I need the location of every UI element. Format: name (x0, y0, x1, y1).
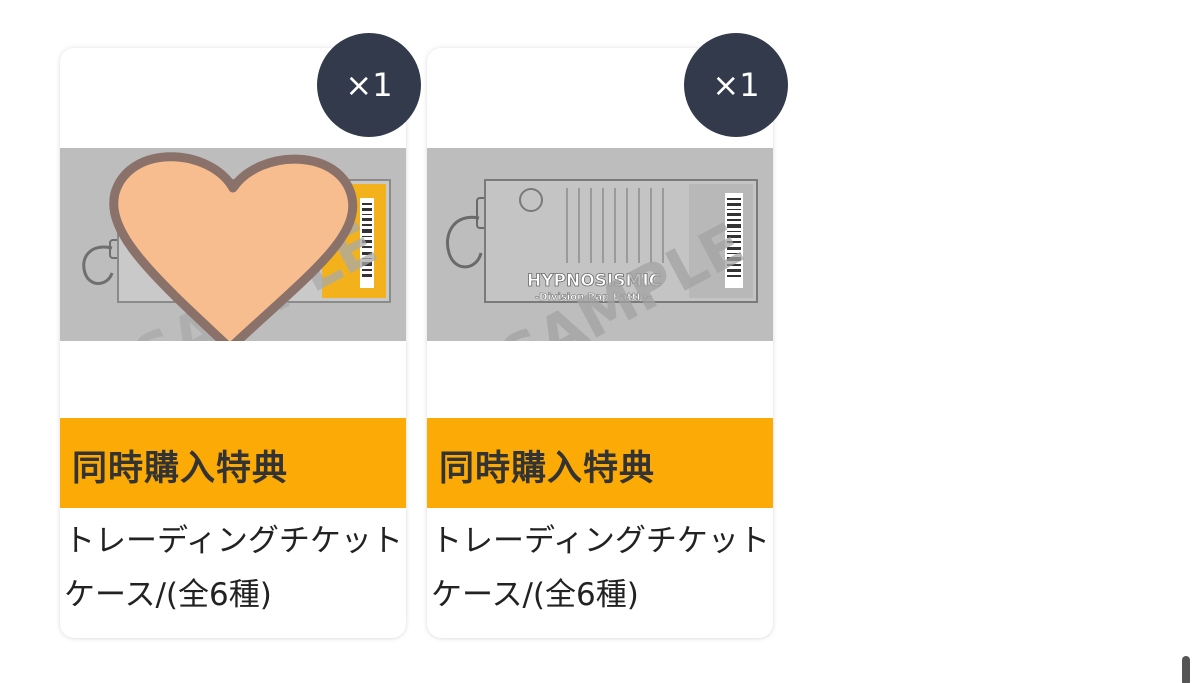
quantity-badge: ×1 (317, 33, 421, 137)
product-card[interactable]: SAMPLE 同時購入特典 トレーディングチケットケース/(全6種) ×1 (60, 33, 421, 638)
clasp-icon (446, 215, 483, 269)
product-name[interactable]: トレーディングチケットケース/(全6種) (64, 523, 403, 613)
bonus-label-bar: 同時購入特典 (427, 418, 773, 508)
product-name[interactable]: トレーディングチケットケース/(全6種) (431, 523, 770, 613)
ticket-stripes (566, 188, 664, 263)
emblem-icon (519, 188, 543, 212)
bonus-label: 同時購入特典 (72, 448, 289, 489)
product-image[interactable]: HYPNOSISMIC -Division Rap Battle- SAMPLE (427, 148, 773, 341)
scrollbar-thumb[interactable] (1182, 656, 1190, 683)
barcode (727, 198, 741, 277)
bonus-label-bar: 同時購入特典 (60, 418, 406, 508)
clasp-icon (82, 245, 114, 285)
ticket-subtitle: -Division Rap Battle- (535, 292, 651, 303)
card-content: HYPNOSISMIC -Division Rap Battle- SAMPLE… (427, 48, 773, 638)
quantity-badge: ×1 (684, 33, 788, 137)
bonus-label: 同時購入特典 (439, 448, 656, 489)
card-content: SAMPLE 同時購入特典 トレーディングチケットケース/(全6種) (60, 48, 406, 638)
ticket-title: HYPNOSISMIC (527, 271, 661, 291)
product-card[interactable]: HYPNOSISMIC -Division Rap Battle- SAMPLE… (427, 33, 788, 638)
product-image[interactable]: SAMPLE (60, 148, 406, 341)
ticket-case-illustration: HYPNOSISMIC -Division Rap Battle- SAMPLE (446, 179, 758, 341)
barcode (362, 203, 372, 277)
ticket-case-illustration: SAMPLE (82, 152, 391, 341)
heart-sticker (109, 152, 358, 341)
